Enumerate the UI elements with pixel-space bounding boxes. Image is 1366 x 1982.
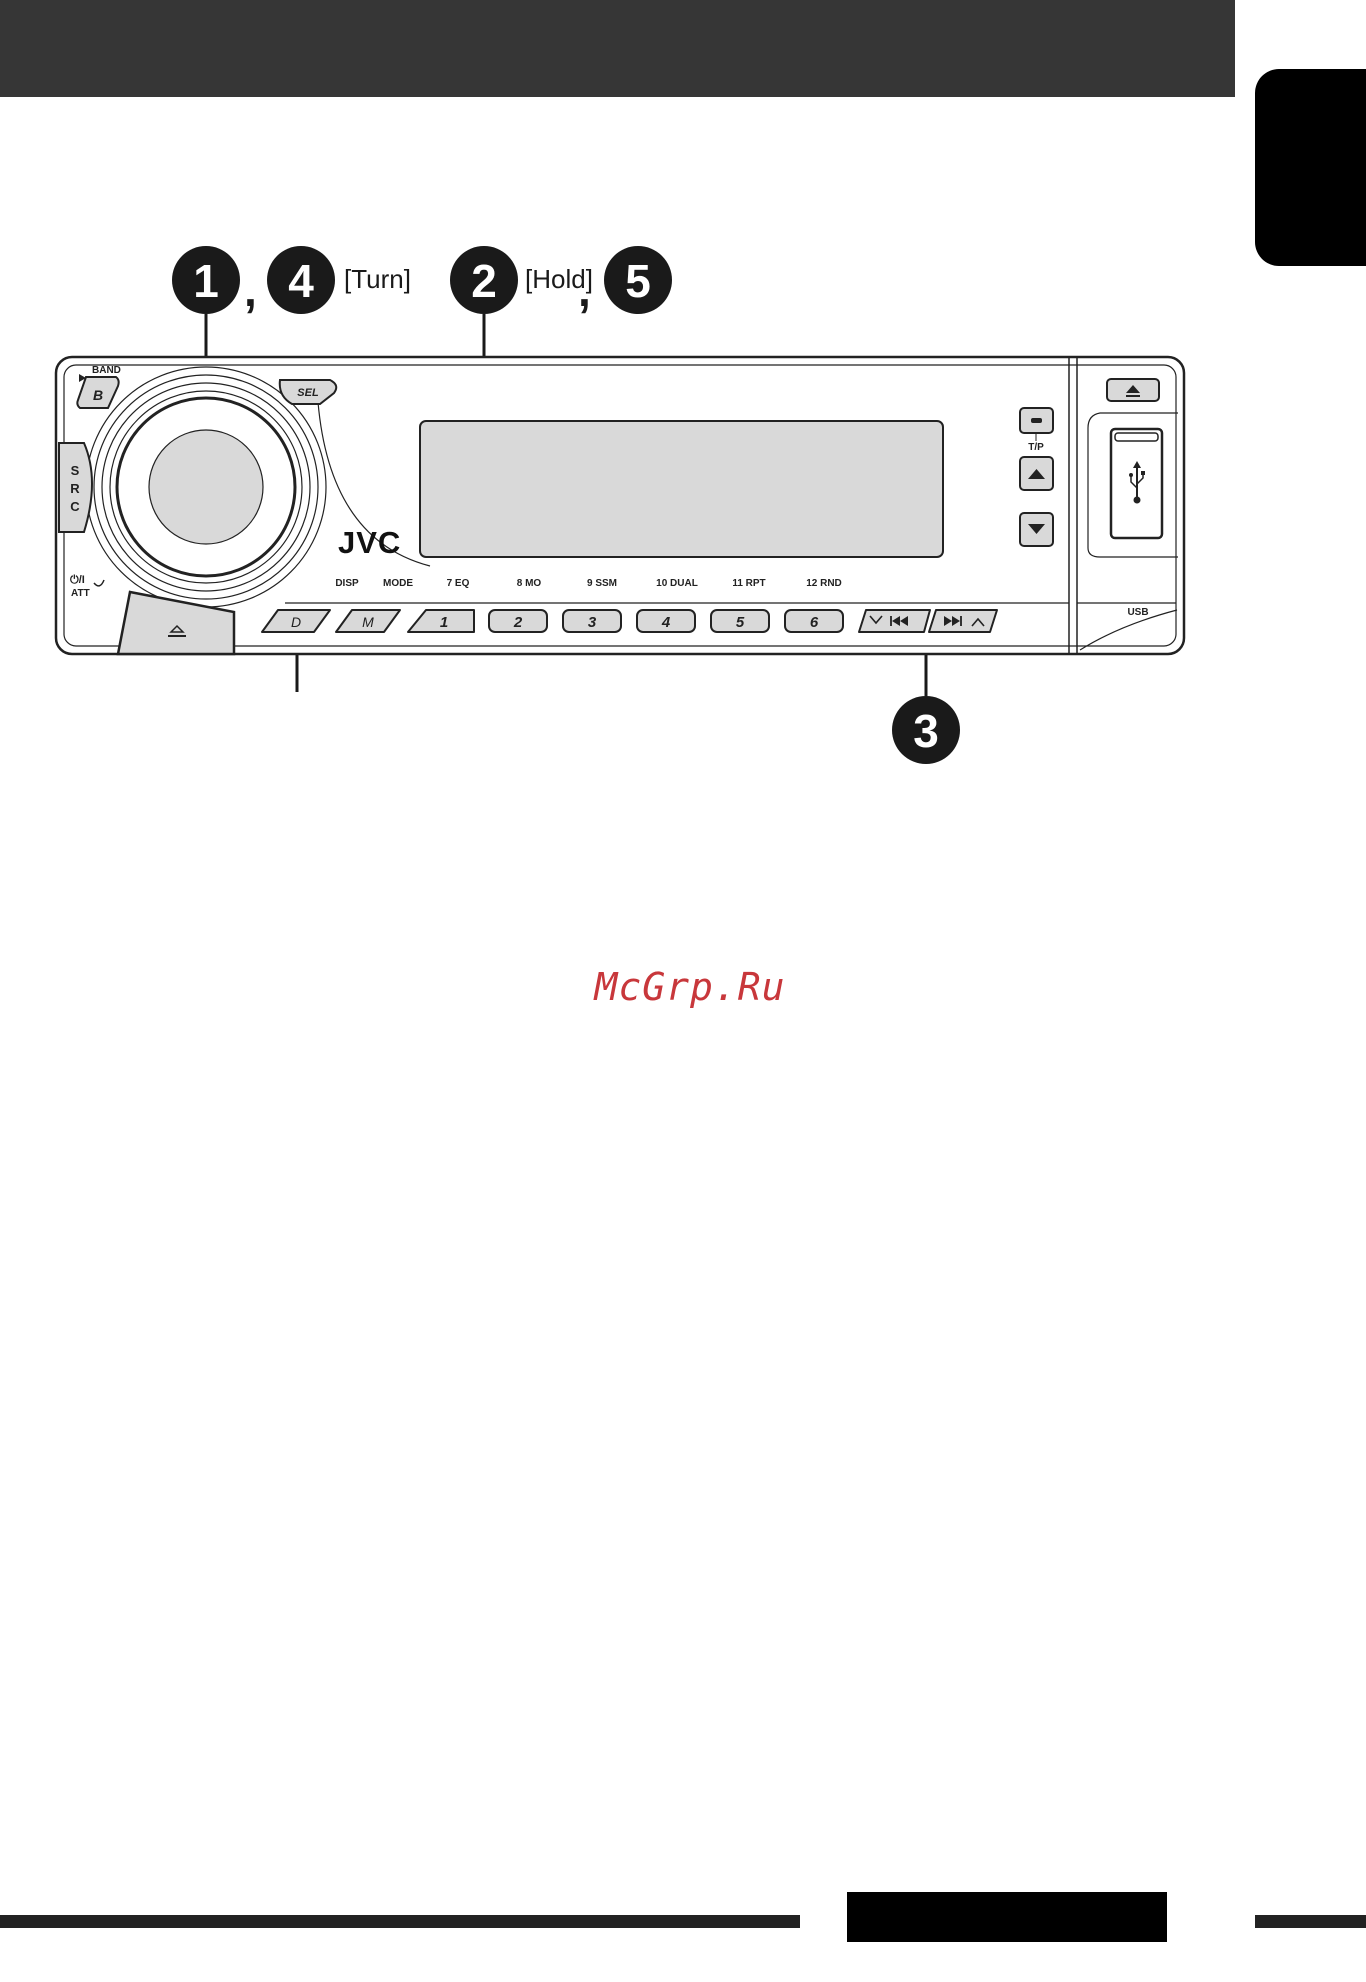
svg-text:4: 4 bbox=[661, 614, 671, 631]
usb-port[interactable] bbox=[1111, 429, 1162, 538]
band-label: BAND bbox=[92, 365, 121, 376]
svg-text:1: 1 bbox=[193, 255, 219, 307]
svg-text:3: 3 bbox=[588, 614, 597, 631]
down-button[interactable] bbox=[1020, 513, 1053, 546]
tp-label: T/P bbox=[1028, 442, 1044, 453]
label-rnd: 12 RND bbox=[806, 578, 842, 589]
up-button[interactable] bbox=[1020, 457, 1053, 490]
label-dual: 10 DUAL bbox=[656, 578, 698, 589]
label-rpt: 11 RPT bbox=[732, 578, 765, 589]
callout-1: 1 bbox=[172, 246, 240, 314]
lcd-display bbox=[420, 421, 943, 557]
svg-text:D: D bbox=[291, 614, 301, 630]
svg-text:2: 2 bbox=[471, 255, 497, 307]
watermark: McGrp.Ru bbox=[560, 965, 820, 1009]
preset-button-5[interactable]: 5 bbox=[711, 610, 769, 632]
tp-button[interactable] bbox=[1020, 408, 1053, 433]
svg-text:5: 5 bbox=[736, 614, 745, 631]
label-ssm: 9 SSM bbox=[587, 578, 617, 589]
svg-text:5: 5 bbox=[625, 255, 651, 307]
eject-button[interactable] bbox=[1107, 379, 1159, 401]
svg-text:SEL: SEL bbox=[297, 387, 319, 399]
svg-text:2: 2 bbox=[513, 614, 523, 631]
svg-text:6: 6 bbox=[810, 614, 819, 631]
label-disp: DISP bbox=[335, 578, 359, 589]
usb-label: USB bbox=[1127, 607, 1148, 618]
label-eq: 7 EQ bbox=[447, 578, 470, 589]
svg-text:B: B bbox=[93, 387, 103, 403]
svg-text:C: C bbox=[70, 499, 80, 514]
preset-button-2[interactable]: 2 bbox=[489, 610, 547, 632]
footer-page-box bbox=[847, 1892, 1167, 1942]
label-mo: 8 MO bbox=[517, 578, 542, 589]
prev-track-button[interactable] bbox=[859, 610, 930, 632]
src-button[interactable]: S R C bbox=[59, 443, 92, 532]
preset-button-3[interactable]: 3 bbox=[563, 610, 621, 632]
svg-text:R: R bbox=[70, 481, 80, 496]
callout-4: 4 bbox=[267, 246, 335, 314]
svg-text:S: S bbox=[71, 463, 80, 478]
label-mode: MODE bbox=[383, 578, 413, 589]
callout-2: 2 bbox=[450, 246, 518, 314]
svg-text:M: M bbox=[362, 614, 374, 630]
turn-label: [Turn] bbox=[344, 264, 411, 294]
callout-3: 3 bbox=[892, 696, 960, 764]
svg-text:1: 1 bbox=[440, 614, 448, 631]
preset-button-6[interactable]: 6 bbox=[785, 610, 843, 632]
callout-comma-a: , bbox=[244, 264, 257, 316]
power-label: ⏻/I bbox=[70, 573, 85, 586]
preset-button-4[interactable]: 4 bbox=[637, 610, 695, 632]
svg-text:3: 3 bbox=[913, 705, 939, 757]
next-track-button[interactable] bbox=[929, 610, 997, 632]
header-bar bbox=[0, 0, 1235, 97]
callout-comma-b: , bbox=[578, 264, 591, 316]
att-label: ATT bbox=[71, 588, 90, 599]
callout-5: 5 bbox=[604, 246, 672, 314]
svg-text:4: 4 bbox=[288, 255, 314, 307]
footer-rule-left bbox=[0, 1915, 800, 1928]
jvc-logo: JVC bbox=[338, 525, 401, 560]
footer-rule-right bbox=[1255, 1915, 1366, 1928]
car-stereo-diagram: 1 , 4 [Turn] 2 [Hold] , 5 BAND B bbox=[0, 230, 1366, 790]
